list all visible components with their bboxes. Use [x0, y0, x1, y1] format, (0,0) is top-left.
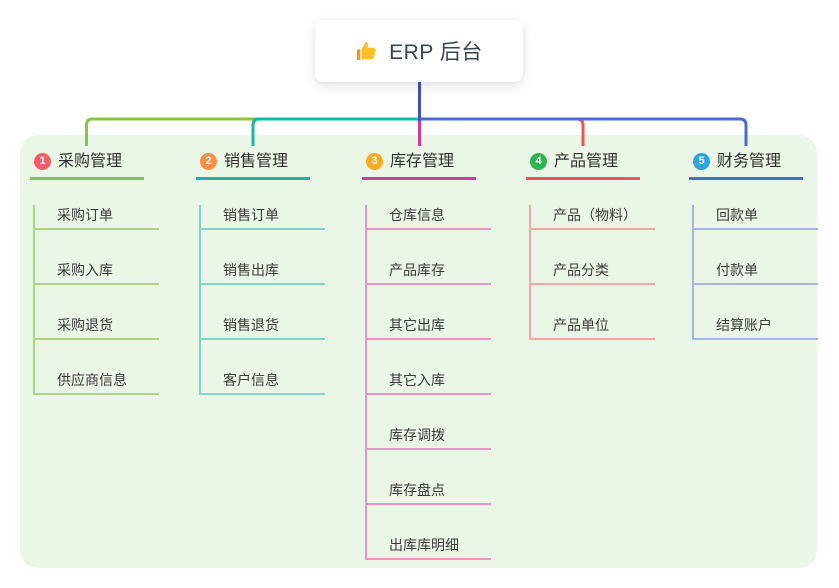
branch-children: 仓库信息产品库存其它出库其它入库库存调拨库存盘点出库库明细 [365, 205, 491, 560]
branch-number-badge: 5 [693, 153, 710, 170]
thumb-cuff-path [357, 49, 361, 60]
branch-label: 财务管理 [717, 153, 782, 170]
branch-财务管理: 5 财务管理 回款单付款单结算账户 [689, 151, 818, 340]
thumb-hand-path [361, 41, 376, 60]
child-item: 采购订单 [35, 205, 159, 230]
child-item: 产品（物料） [531, 205, 655, 230]
branch-label: 产品管理 [554, 153, 619, 170]
branch-label: 销售管理 [224, 153, 289, 170]
child-item: 采购退货 [35, 315, 159, 340]
child-item: 销售退货 [201, 315, 325, 340]
child-item: 库存调拨 [367, 425, 491, 450]
branch-产品管理: 4 产品管理 产品（物料） 产品分类产品单位 [526, 151, 655, 340]
branch-children: 产品（物料） 产品分类产品单位 [529, 205, 655, 340]
branch-number-badge: 1 [34, 153, 51, 170]
branch-header: 1 采购管理 [30, 151, 144, 180]
branch-销售管理: 2 销售管理 销售订单销售出库销售退货客户信息 [196, 151, 325, 395]
branch-header: 4 产品管理 [526, 151, 640, 180]
branch-label: 库存管理 [390, 153, 455, 170]
child-item: 付款单 [694, 260, 818, 285]
child-item: 出库库明细 [367, 535, 491, 560]
child-item: 销售出库 [201, 260, 325, 285]
child-item: 其它入库 [367, 370, 491, 395]
child-item: 采购入库 [35, 260, 159, 285]
branch-header: 2 销售管理 [196, 151, 310, 180]
branch-采购管理: 1 采购管理 采购订单采购入库采购退货供应商信息 [30, 151, 159, 395]
thumbs-up-icon [355, 39, 379, 63]
branch-children: 回款单付款单结算账户 [692, 205, 818, 340]
child-item: 库存盘点 [367, 480, 491, 505]
branch-number-badge: 2 [200, 153, 217, 170]
child-item: 产品单位 [531, 315, 655, 340]
child-item: 仓库信息 [367, 205, 491, 230]
branch-label: 采购管理 [58, 153, 123, 170]
child-item: 其它出库 [367, 315, 491, 340]
child-item: 销售订单 [201, 205, 325, 230]
branch-header: 3 库存管理 [362, 151, 476, 180]
branch-header: 5 财务管理 [689, 151, 803, 180]
root-node: ERP 后台 [315, 20, 523, 82]
child-item: 结算账户 [694, 315, 818, 340]
child-item: 产品库存 [367, 260, 491, 285]
child-item: 回款单 [694, 205, 818, 230]
branch-children: 销售订单销售出库销售退货客户信息 [199, 205, 325, 395]
branch-number-badge: 4 [530, 153, 547, 170]
child-item: 产品分类 [531, 260, 655, 285]
branch-children: 采购订单采购入库采购退货供应商信息 [33, 205, 159, 395]
branch-number-badge: 3 [366, 153, 383, 170]
child-item: 客户信息 [201, 370, 325, 395]
mindmap-panel [20, 135, 817, 568]
root-title: ERP 后台 [389, 41, 483, 64]
child-item: 供应商信息 [35, 370, 159, 395]
branch-库存管理: 3 库存管理 仓库信息产品库存其它出库其它入库库存调拨库存盘点出库库明细 [362, 151, 491, 560]
